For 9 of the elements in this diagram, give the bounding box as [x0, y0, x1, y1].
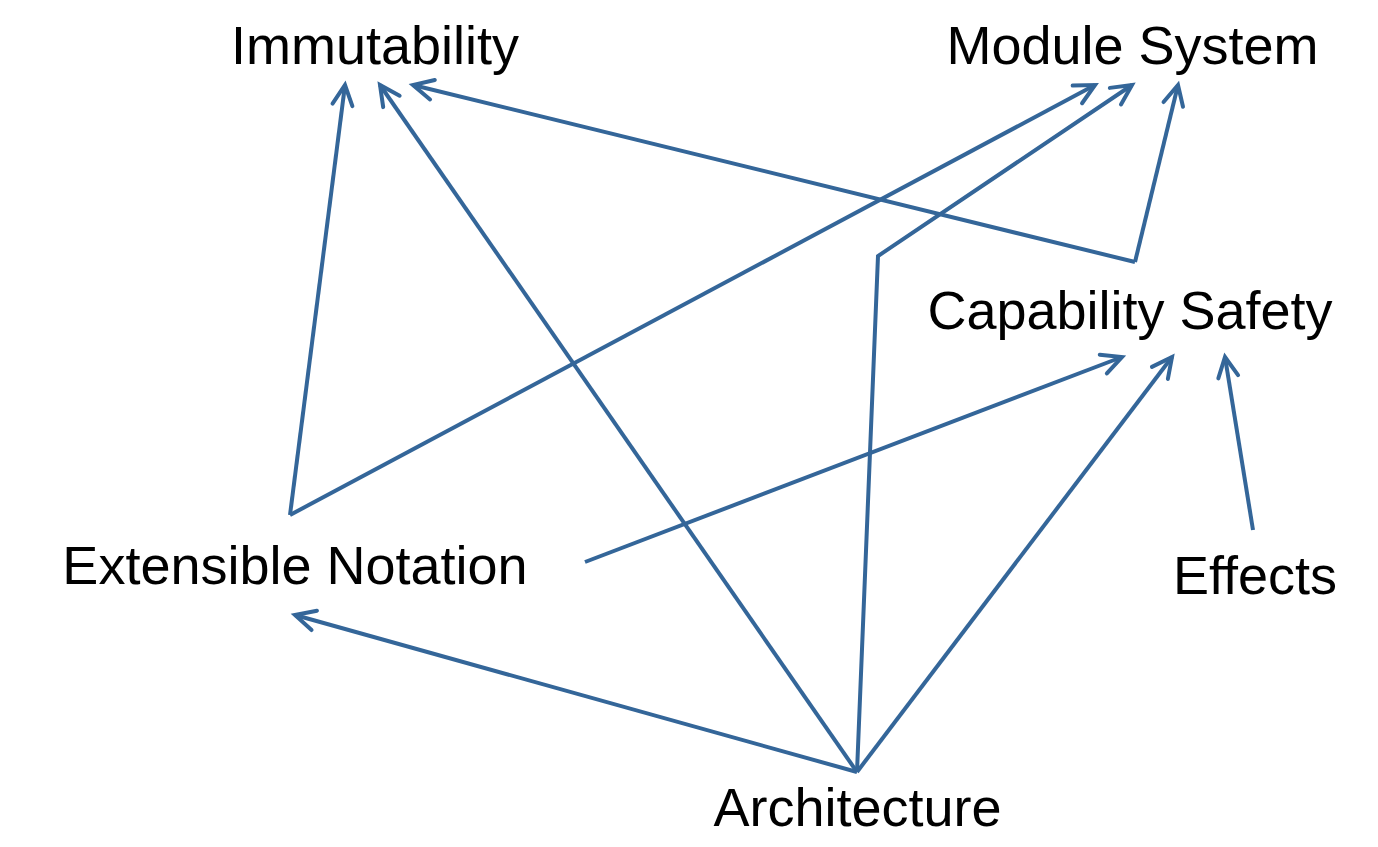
arrow [855, 355, 1174, 774]
arrow [293, 608, 858, 774]
arrow [1216, 355, 1255, 531]
arrow [288, 83, 355, 516]
arrow [584, 352, 1124, 564]
arrow [378, 83, 859, 774]
arrow [1133, 83, 1185, 263]
arrow [289, 83, 1097, 517]
arrow [411, 78, 1136, 264]
